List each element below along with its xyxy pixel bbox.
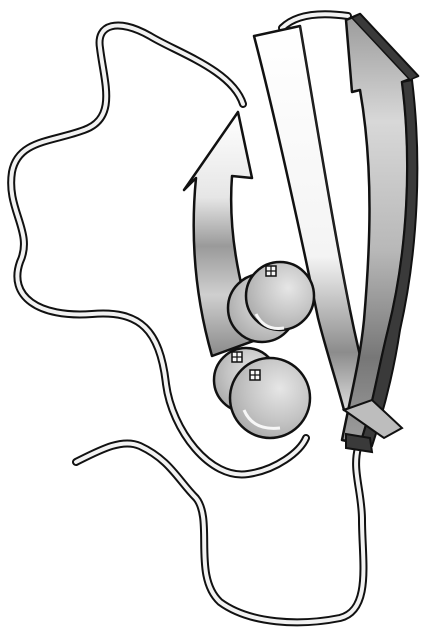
sphere-2 xyxy=(246,262,314,330)
beta-strand-right xyxy=(342,14,418,452)
sphere-4 xyxy=(230,358,310,438)
